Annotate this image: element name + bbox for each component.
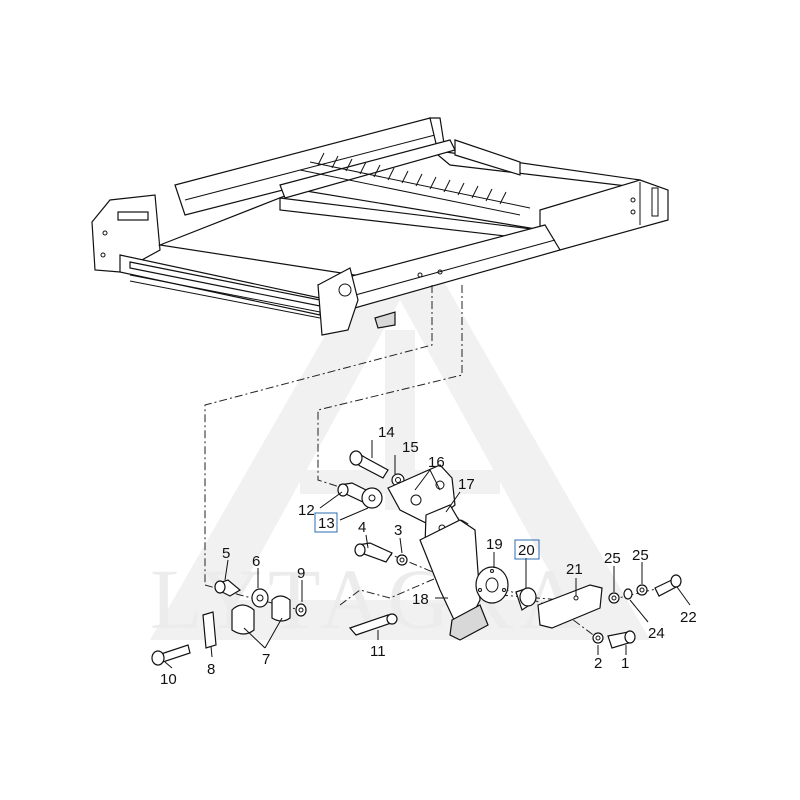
callout-21: 21 bbox=[566, 561, 583, 578]
callout-16: 16 bbox=[428, 454, 445, 471]
bolt-4 bbox=[354, 542, 393, 563]
header-frame bbox=[91, 117, 669, 336]
bracket-8 bbox=[202, 611, 217, 649]
bolt-10 bbox=[151, 644, 191, 666]
bushing-13 bbox=[361, 487, 383, 509]
washer-25a bbox=[608, 592, 620, 604]
flange-19 bbox=[475, 566, 509, 604]
highlight-box-20 bbox=[514, 539, 540, 560]
tine-row bbox=[299, 152, 531, 216]
callout-19: 19 bbox=[486, 536, 503, 553]
highlight-box-13 bbox=[314, 512, 338, 533]
callout-2: 2 bbox=[594, 655, 602, 672]
bushing-6 bbox=[251, 588, 269, 608]
callout-1: 1 bbox=[621, 655, 629, 672]
bolt-14 bbox=[349, 450, 389, 479]
callout-7: 7 bbox=[262, 651, 270, 668]
callout-12: 12 bbox=[298, 502, 315, 519]
bolt-22 bbox=[654, 574, 682, 597]
callout-18: 18 bbox=[412, 591, 429, 608]
nut-9 bbox=[295, 603, 307, 617]
arm-18 bbox=[419, 519, 489, 641]
callout-8: 8 bbox=[207, 661, 215, 678]
washer-3 bbox=[396, 554, 408, 566]
callout-4: 4 bbox=[358, 519, 366, 536]
callout-25-b: 25 bbox=[632, 547, 649, 564]
pin-5 bbox=[214, 579, 242, 597]
washer-2 bbox=[592, 632, 604, 644]
callout-17: 17 bbox=[458, 476, 475, 493]
callout-14: 14 bbox=[378, 424, 395, 441]
callout-24: 24 bbox=[648, 625, 665, 642]
callout-10: 10 bbox=[160, 671, 177, 688]
callout-6: 6 bbox=[252, 553, 260, 570]
callout-20: 20 bbox=[518, 542, 535, 559]
callout-25-a: 25 bbox=[604, 550, 621, 567]
callout-3: 3 bbox=[394, 522, 402, 539]
callout-9: 9 bbox=[297, 565, 305, 582]
washer-24 bbox=[623, 588, 633, 600]
clamp-7 bbox=[231, 595, 291, 635]
washer-25b bbox=[636, 584, 648, 596]
leader-lines bbox=[164, 440, 691, 669]
bolt-1 bbox=[607, 630, 636, 649]
callout-13: 13 bbox=[318, 515, 335, 532]
callouts: 14 15 16 17 12 13 4 3 19 20 21 25 25 22 … bbox=[160, 424, 697, 688]
bushing-20 bbox=[515, 587, 537, 611]
pin-11 bbox=[348, 613, 398, 636]
callout-11: 11 bbox=[370, 643, 386, 660]
callout-15: 15 bbox=[402, 439, 419, 456]
callout-22: 22 bbox=[680, 609, 697, 626]
callout-5: 5 bbox=[222, 545, 230, 562]
